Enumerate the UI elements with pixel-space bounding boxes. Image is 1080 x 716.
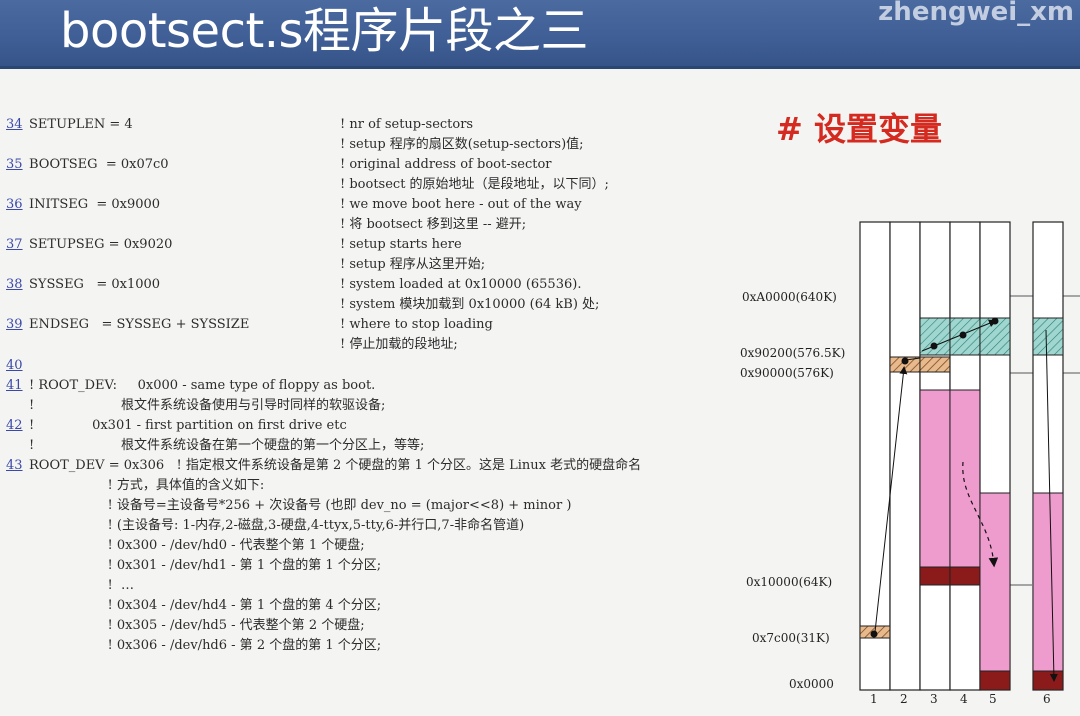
line-number[interactable]: 38 bbox=[6, 277, 23, 292]
line-number[interactable]: 36 bbox=[6, 197, 23, 212]
system-block bbox=[1032, 492, 1064, 672]
code-text: ! 0x300 - /dev/hd0 - 代表整个第 1 个硬盘; bbox=[29, 538, 365, 553]
page-title: bootsect.s程序片段之三 bbox=[60, 3, 589, 59]
column-label: 4 bbox=[960, 692, 968, 706]
line-number[interactable]: 41 bbox=[6, 378, 23, 393]
title-bar: bootsect.s程序片段之三 zhengwei_xm bbox=[0, 0, 1080, 69]
jump-arrow bbox=[905, 357, 921, 361]
code-text: ROOT_DEV = 0x306 ! 指定根文件系统设备是第 2 个硬盘的第 1… bbox=[29, 458, 642, 473]
code-text: SYSSEG = 0x1000 bbox=[29, 277, 161, 292]
addr-label: 0xA0000(640K) bbox=[742, 290, 837, 304]
code-text: ENDSEG = SYSSEG + SYSSIZE bbox=[29, 317, 250, 332]
code-text: ! 根文件系统设备使用与引导时同样的软驱设备; bbox=[29, 398, 386, 413]
addr-label: 0x10000(64K) bbox=[746, 575, 832, 589]
move-boot-arrow bbox=[874, 366, 908, 633]
code-text: ! (主设备号: 1-内存,2-磁盘,3-硬盘,4-ttyx,5-tty,6-并… bbox=[29, 518, 525, 533]
addr-label: 0x0000 bbox=[789, 677, 834, 691]
column-label: 2 bbox=[900, 692, 908, 706]
code-comment: ! bootsect 的原始地址（是段地址，以下同）; bbox=[340, 177, 609, 192]
code-comment: ! setup starts here bbox=[340, 237, 462, 252]
system-base bbox=[979, 670, 1011, 691]
addr-label: 0x7c00(31K) bbox=[752, 631, 830, 645]
arrow-dot bbox=[991, 317, 999, 325]
system-block bbox=[949, 389, 981, 569]
line-number[interactable]: 34 bbox=[6, 117, 23, 132]
line-number[interactable]: 39 bbox=[6, 317, 23, 332]
code-text: ! 方式，具体值的含义如下: bbox=[29, 478, 265, 493]
code-comment: ! nr of setup-sectors bbox=[340, 117, 474, 132]
code-comment: ! 停止加载的段地址; bbox=[340, 337, 458, 352]
boot-block bbox=[919, 356, 951, 373]
code-text: ! 0x305 - /dev/hd5 - 代表整个第 2 个硬盘; bbox=[29, 618, 365, 633]
arrow-dot bbox=[930, 342, 938, 350]
memory-column-6 bbox=[1032, 221, 1064, 691]
memory-column-4 bbox=[949, 221, 981, 691]
line-number[interactable]: 40 bbox=[6, 358, 23, 373]
section-heading: # 设置变量 bbox=[776, 110, 942, 148]
column-label: 6 bbox=[1043, 692, 1051, 706]
arrow-dot bbox=[959, 331, 967, 339]
line-number[interactable]: 43 bbox=[6, 458, 23, 473]
system-base bbox=[919, 566, 951, 586]
code-text: ! 0x306 - /dev/hd6 - 第 2 个盘的第 1 个分区; bbox=[29, 638, 382, 653]
system-block bbox=[979, 492, 1011, 672]
code-text: ! … bbox=[29, 578, 135, 593]
code-text: ! 0x304 - /dev/hd4 - 第 1 个盘的第 4 个分区; bbox=[29, 598, 382, 613]
code-comment: ! original address of boot-sector bbox=[340, 157, 552, 172]
code-text: ! 0x301 - /dev/hd1 - 第 1 个盘的第 1 个分区; bbox=[29, 558, 382, 573]
setup-block bbox=[1032, 317, 1064, 356]
code-comment: ! system 模块加载到 0x10000 (64 kB) 处; bbox=[340, 297, 600, 312]
column-label: 3 bbox=[930, 692, 938, 706]
code-comment: ! setup 程序从这里开始; bbox=[340, 257, 486, 272]
setup-block bbox=[949, 317, 981, 356]
arrow-dot bbox=[870, 630, 878, 638]
code-text: SETUPSEG = 0x9020 bbox=[29, 237, 173, 252]
system-block bbox=[919, 389, 951, 569]
arrow-dot bbox=[901, 357, 909, 365]
code-comment: ! system loaded at 0x10000 (65536). bbox=[340, 277, 582, 292]
line-number[interactable]: 37 bbox=[6, 237, 23, 252]
code-text: ! 设备号=主设备号*256 + 次设备号 (也即 dev_no = (majo… bbox=[29, 498, 572, 513]
watermark: zhengwei_xm bbox=[878, 0, 1074, 27]
system-base bbox=[1032, 670, 1064, 691]
move-system-arrow bbox=[962, 461, 999, 568]
memory-column-1 bbox=[859, 221, 891, 691]
code-comment: ! 将 bootsect 移到这里 -- 避开; bbox=[340, 217, 527, 232]
code-text: BOOTSEG = 0x07c0 bbox=[29, 157, 169, 172]
column-label: 1 bbox=[870, 692, 878, 706]
code-comment: ! we move boot here - out of the way bbox=[340, 197, 582, 212]
system-arrow bbox=[1045, 329, 1058, 682]
code-text: ! 0x301 - first partition on first drive… bbox=[29, 418, 347, 433]
code-text: SETUPLEN = 4 bbox=[29, 117, 133, 132]
memory-column-3 bbox=[919, 221, 951, 691]
code-comment: ! where to stop loading bbox=[340, 317, 493, 332]
line-number[interactable]: 42 bbox=[6, 418, 23, 433]
line-number[interactable]: 35 bbox=[6, 157, 23, 172]
code-text: ! ROOT_DEV: 0x000 - same type of floppy … bbox=[29, 378, 376, 393]
addr-label: 0x90000(576K) bbox=[740, 366, 834, 380]
system-base bbox=[949, 566, 981, 586]
memory-column-5 bbox=[979, 221, 1011, 691]
code-comment: ! setup 程序的扇区数(setup-sectors)值; bbox=[340, 137, 584, 152]
addr-label: 0x90200(576.5K) bbox=[740, 346, 845, 360]
column-label: 5 bbox=[989, 692, 997, 706]
code-text: INITSEG = 0x9000 bbox=[29, 197, 161, 212]
code-text: ! 根文件系统设备在第一个硬盘的第一个分区上，等等; bbox=[29, 438, 425, 453]
